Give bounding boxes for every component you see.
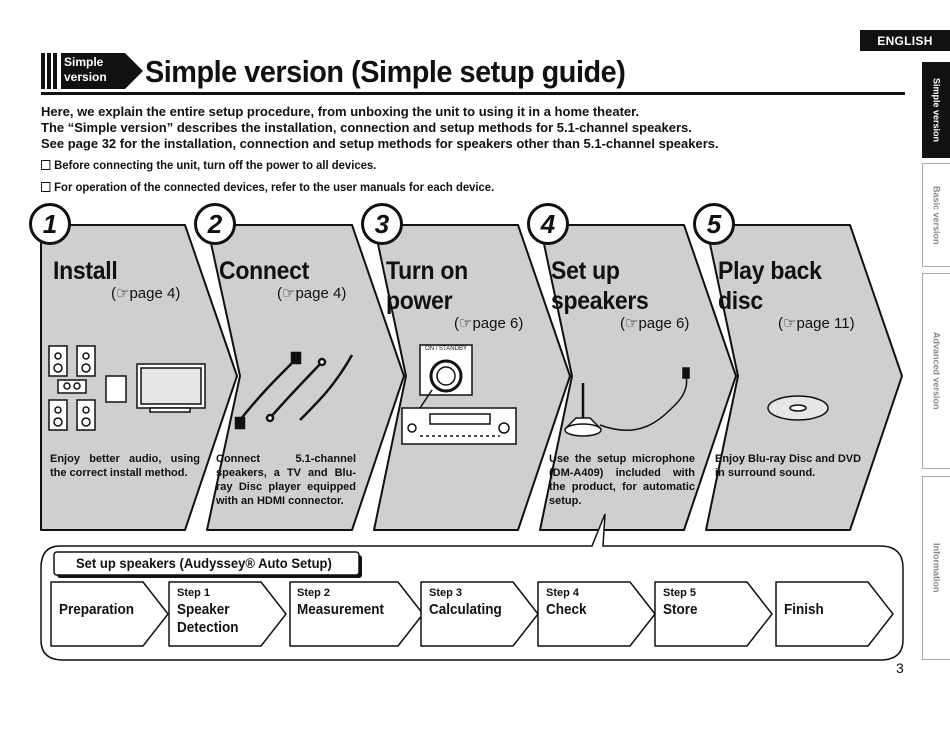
- flow-title-box: [53, 551, 360, 576]
- page-reference: (☞page 4): [277, 285, 347, 302]
- receiver-icon: [401, 407, 517, 445]
- step-number-5: 5: [693, 203, 735, 245]
- flow-item-step: Step 4: [546, 587, 580, 599]
- step-title: Play back disc: [718, 257, 822, 315]
- title-rule: [41, 92, 905, 95]
- page-reference: (☞page 11): [778, 315, 855, 332]
- side-tab-simple-version[interactable]: Simple version: [922, 62, 950, 158]
- intro-line: The “Simple version” describes the insta…: [41, 120, 692, 135]
- step-number-4: 4: [527, 203, 569, 245]
- flow-item-name: Finish: [784, 601, 824, 618]
- flow-item-name: Store: [663, 601, 698, 618]
- panel-shape-4: [539, 224, 737, 531]
- pointing-hand-icon: ☞: [282, 285, 296, 302]
- flow-item-step: Step 1: [177, 587, 211, 599]
- power-button-label: ON / STANDBY: [425, 346, 467, 352]
- flow-item-name: Calculating: [429, 601, 502, 618]
- page-number: 3: [896, 660, 904, 676]
- page-reference-text: page 4: [129, 285, 176, 302]
- step-description: Use the setup microphone (DM-A409) inclu…: [549, 453, 695, 507]
- note: Before connecting the unit, turn off the…: [41, 158, 376, 172]
- step-number-1: 1: [29, 203, 71, 245]
- flow-item-step: Step 3: [429, 587, 463, 599]
- flow-arrows: [50, 581, 894, 647]
- panel-shape-5: [705, 224, 903, 531]
- step-title: Install: [53, 257, 118, 285]
- pointing-hand-icon: ☞: [116, 285, 130, 302]
- flow-item-name: Measurement: [297, 601, 385, 618]
- note-text: For operation of the connected devices, …: [54, 180, 495, 194]
- step-title: Set up speakers: [551, 257, 649, 315]
- side-tab-basic-version[interactable]: Basic version: [922, 163, 950, 267]
- step-number-3: 3: [361, 203, 403, 245]
- step-number-2: 2: [194, 203, 236, 245]
- side-tab-advanced-version[interactable]: Advanced version: [922, 273, 950, 469]
- microphone-icon: [564, 367, 690, 437]
- step-description: Enjoy better audio, using the correct in…: [50, 453, 200, 479]
- page-reference-text: page 4: [295, 285, 342, 302]
- checkbox-icon: [41, 160, 51, 170]
- step-description: Connect 5.1-channel speakers, a TV and B…: [216, 453, 356, 507]
- header-bars: [41, 53, 57, 89]
- page-reference-text: page 6: [472, 315, 519, 332]
- page-reference-text: page 6: [638, 315, 685, 332]
- step-description: Enjoy Blu-ray Disc and DVD in surround s…: [715, 453, 862, 479]
- page-reference: (☞page 4): [111, 285, 181, 302]
- side-tab-information[interactable]: Information: [922, 476, 950, 660]
- tv-icon: [136, 363, 206, 413]
- page-reference: (☞page 6): [454, 315, 524, 332]
- flow-item-name: Check: [546, 601, 587, 618]
- pointing-hand-icon: ☞: [625, 315, 639, 332]
- flow-title: Set up speakers (Audyssey® Auto Setup): [76, 555, 332, 571]
- panel-shape-2: [206, 224, 405, 531]
- flow-item-step: Step 2: [297, 587, 331, 599]
- side-tab-label: Simple version: [931, 77, 942, 143]
- power-button-icon: [411, 344, 473, 421]
- page-title: Simple version (Simple setup guide): [145, 54, 626, 89]
- intro-line: See page 32 for the installation, connec…: [41, 136, 719, 151]
- step-title: Connect: [219, 257, 310, 285]
- checkbox-icon: [41, 182, 51, 192]
- intro-line: Here, we explain the entire setup proced…: [41, 104, 640, 119]
- side-tab-label: Basic version: [931, 185, 942, 245]
- page-reference-text: page 11: [796, 315, 850, 332]
- pointing-hand-icon: ☞: [783, 315, 797, 332]
- flow-item-name: Preparation: [59, 601, 135, 618]
- pointing-hand-icon: ☞: [459, 315, 473, 332]
- header-tag: Simple version: [64, 55, 107, 84]
- speakers-icon: [48, 345, 127, 431]
- step-title: Turn on power: [386, 257, 468, 315]
- flow-item-step: Step 5: [663, 587, 697, 599]
- note: For operation of the connected devices, …: [41, 180, 494, 194]
- language-tab: ENGLISH: [860, 30, 950, 51]
- side-tab-label: Information: [931, 543, 942, 593]
- cables-icon: [234, 351, 354, 430]
- note-text: Before connecting the unit, turn off the…: [54, 158, 377, 172]
- page-reference: (☞page 6): [620, 315, 690, 332]
- header-tag-shape: [61, 53, 143, 89]
- disc-icon: [767, 395, 829, 421]
- side-tab-label: Advanced version: [931, 332, 942, 410]
- flow-item-name: Speaker Detection: [177, 601, 239, 636]
